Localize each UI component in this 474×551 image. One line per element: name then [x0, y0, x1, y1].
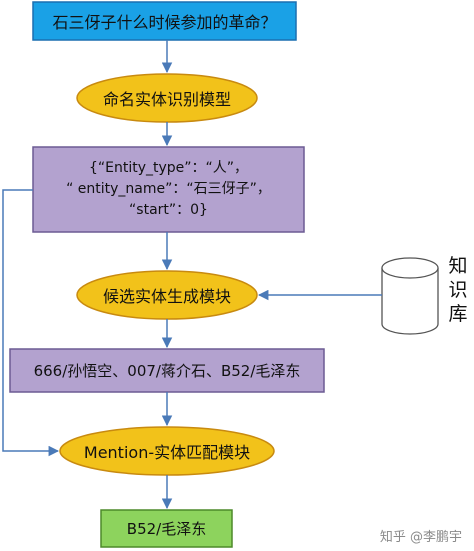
ner-output-text: {“Entity_type”：“人”， “ entity_name”：“石三伢子… [33, 147, 304, 232]
knowledge-base-label: 知 识 库 [446, 255, 470, 326]
matching-module-label: Mention-实体匹配模块 [83, 443, 251, 462]
kb-char-2: 识 [448, 278, 468, 301]
watermark: 知乎 @李鹏宇 [379, 530, 462, 545]
candidates-box [9, 348, 325, 393]
kb-char-3: 库 [448, 302, 468, 325]
ner-output-line-2: “ entity_name”：“石三伢子”， [66, 181, 271, 197]
ner-model-label: 命名实体识别模型 [102, 90, 231, 109]
arrow-output-to-matching [2, 189, 60, 457]
question-text: 石三伢子什么时候参加的革命？ [52, 13, 277, 32]
candidates-text: 666/孙悟空、007/蒋介石、B52/毛泽东 [33, 362, 301, 380]
candidate-module-label: 候选实体生成模块 [102, 287, 231, 306]
knowledge-base-cylinder [381, 257, 439, 335]
ner-output-line-1: {“Entity_type”：“人”， [88, 160, 249, 176]
kb-char-1: 知 [448, 255, 468, 277]
ner-output-box [32, 146, 305, 233]
ner-output-line-3: “start”：0} [129, 202, 208, 218]
result-box [100, 509, 233, 548]
result-text: B52/毛泽东 [126, 520, 207, 538]
question-box [32, 1, 297, 41]
